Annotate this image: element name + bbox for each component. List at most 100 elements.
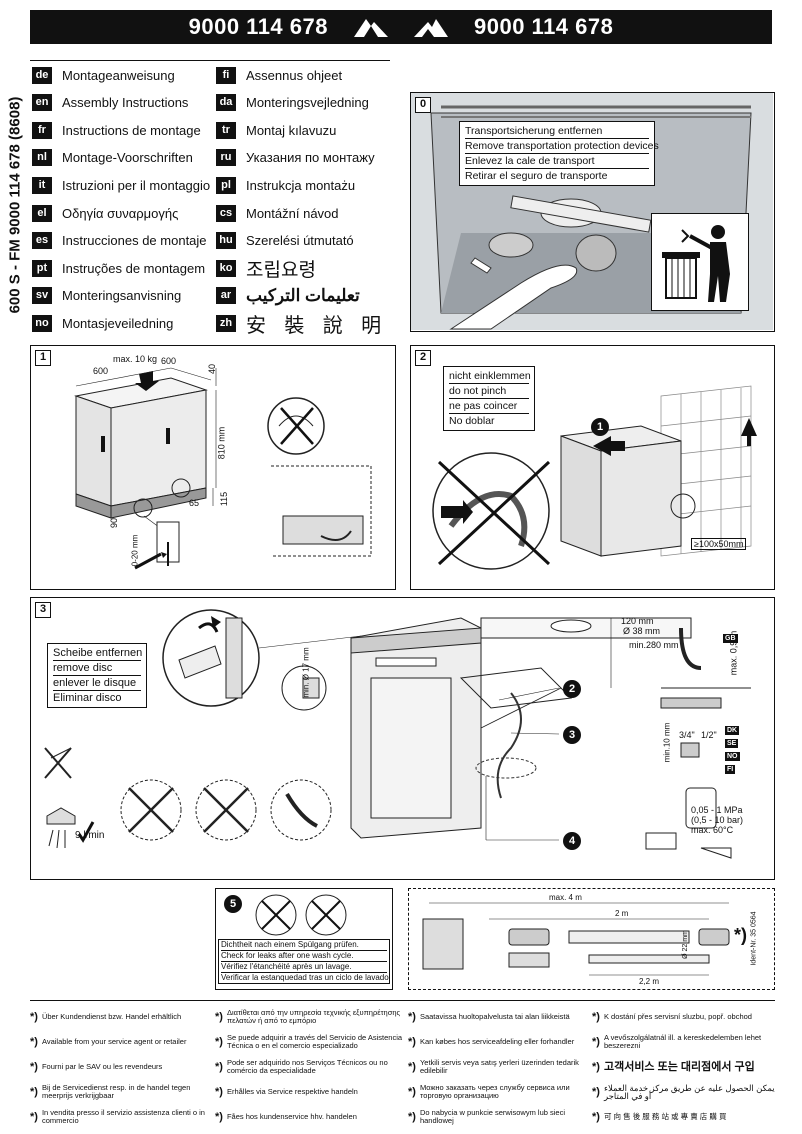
footnote-star: *) — [408, 1010, 416, 1023]
footnote-text: Можно заказать через службу сервиса или … — [419, 1082, 570, 1100]
panel-1-number: 1 — [35, 350, 51, 366]
country-tag: DK — [725, 726, 740, 735]
language-code: fr — [32, 121, 52, 139]
footnote-item: *)Можно заказать через службу сервиса ил… — [408, 1081, 590, 1103]
transport-label-line: Transportsicherung entfernen — [465, 124, 649, 139]
pinch-label-line: nicht einklemmen — [449, 370, 531, 384]
language-name: Instructions de montage — [62, 122, 201, 138]
drain-min: min.280 mm — [629, 640, 679, 650]
disc-label-line: remove disc — [53, 661, 141, 676]
language-code: da — [216, 94, 236, 112]
footnote-star: *) — [592, 1085, 600, 1098]
dim-115: 115 — [219, 491, 230, 507]
language-code: fi — [216, 66, 236, 84]
language-code: pt — [32, 259, 52, 277]
dim-40: 40 — [207, 363, 218, 375]
language-code: el — [32, 204, 52, 222]
hose-extension-illustration — [422, 902, 730, 976]
language-left-row: el Οδηγία συναρμογής — [32, 202, 178, 224]
dim-90: 90 — [109, 517, 120, 529]
side-model-text: 600 S - FM 9000 114 678 (8608) — [6, 96, 24, 314]
footnote-text: Se puede adquirir a través del Servicio … — [226, 1032, 403, 1050]
language-name: 조립요령 — [246, 259, 316, 281]
footnote-item: *)Διατίθεται από την υπηρεσία τεχνικής ε… — [215, 1006, 405, 1028]
side-model-code: 600 S - FM 9000 114 678 (8608) — [2, 70, 28, 340]
hose-max-length: max. 4 m — [549, 893, 582, 902]
dim-adjust: 0-20 mm — [130, 534, 140, 567]
footnote-item: *)Über Kundendienst bzw. Handel erhältli… — [30, 1006, 212, 1028]
language-name: Instrukcja montażu — [246, 177, 356, 193]
leak-label-line: Dichtheit nach einem Spülgang prüfen. — [221, 940, 387, 951]
language-name: Οδηγία συναρμογής — [62, 205, 179, 221]
transport-label-line: Enlevez la cale de transport — [465, 154, 649, 169]
country-tag: FI — [725, 765, 736, 774]
footnote-star: *) — [30, 1035, 38, 1048]
language-name: Assembly Instructions — [62, 95, 189, 111]
disc-label-line: Scheibe entfernen — [53, 647, 143, 661]
footnote-text: 고객서비스 또는 대리점에서 구입 — [603, 1060, 755, 1073]
footnote-item: *)Bij de Servicedienst resp. in de hande… — [30, 1081, 212, 1103]
footnote-text: Yetkili servis veya satış yerleri üzerin… — [419, 1057, 579, 1075]
pinch-label-line: do not pinch — [449, 384, 529, 399]
leak-label-line: Verificar la estanquedad tras un ciclo d… — [221, 973, 389, 982]
footnote-text: Kan købes hos serviceafdeling eller forh… — [419, 1036, 575, 1046]
transport-label-line: Remove transportation protection devices — [465, 140, 659, 154]
footnote-star: *) — [408, 1110, 416, 1123]
leak-label-line: Vérifiez l'étanchéité après un lavage. — [221, 962, 387, 973]
pinch-label-line: No doblar — [449, 415, 495, 427]
language-code: ko — [216, 259, 236, 277]
disc-label-line: Eliminar disco — [53, 692, 122, 704]
footnote-star: *) — [30, 1085, 38, 1098]
language-code: ru — [216, 149, 236, 167]
dim-height: 810 mm — [216, 426, 227, 460]
pressure-1: 0,05 - 1 MPa — [691, 805, 743, 815]
hose-diameter: Ø 22 mm — [681, 930, 689, 959]
drain-diameter: Ø 38 mm — [623, 626, 661, 636]
footnote-star: *) — [592, 1110, 600, 1123]
step-1-badge: 1 — [591, 418, 609, 436]
footnote-text: A vevőszolgálatnál ill. a kereskedelembe… — [603, 1032, 762, 1050]
language-name: Montaj kılavuzu — [246, 122, 337, 138]
footnote-text: Fourni par le SAV ou les revendeurs — [41, 1061, 163, 1071]
language-right-row: ru Указания по монтажу — [216, 147, 375, 169]
thread-1-2: 1/2" — [701, 730, 717, 740]
footnote-text: Pode ser adquirido nos Serviços Técnicos… — [226, 1057, 388, 1075]
footnote-star: *) — [215, 1010, 223, 1023]
country-tag: SE — [725, 739, 739, 748]
footnote-item: *)Erhålles via Service respektive handel… — [215, 1081, 405, 1103]
min-diameter: min. Ø 17 mm — [301, 647, 311, 698]
part-number-right: 9000 114 678 — [474, 14, 614, 39]
footnote-item: *)Fourni par le SAV ou les revendeurs — [30, 1056, 212, 1078]
footnote-rule — [30, 1000, 775, 1001]
footnote-star: *) — [215, 1110, 223, 1123]
footnote-text: Fåes hos kundenservice hhv. handelen — [226, 1111, 357, 1121]
dim-65: 65 — [189, 498, 200, 508]
footnote-text: Über Kundendienst bzw. Handel erhältlich — [41, 1011, 182, 1021]
footnote-item: *)Yetkili servis veya satış yerleri üzer… — [408, 1056, 590, 1078]
language-name: Указания по монтажу — [246, 150, 375, 166]
footnote-item: *)Fåes hos kundenservice hhv. handelen — [215, 1106, 405, 1128]
language-name: 安 裝 說 明 — [246, 312, 388, 337]
hose-extension-panel: max. 4 m 2 m Ø 22 mm 2,2 m *) Ident-Nr. … — [408, 888, 775, 990]
footnote-star: *) — [408, 1085, 416, 1098]
language-name: Instrucciones de montaje — [62, 233, 207, 249]
language-code: nl — [32, 149, 52, 167]
language-code: it — [32, 176, 52, 194]
pinch-label-line: ne pas coincer — [449, 399, 529, 414]
language-name: Montage-Voorschriften — [62, 150, 193, 166]
footnote-star: *) — [215, 1060, 223, 1073]
footnote-item: *)Kan købes hos serviceafdeling eller fo… — [408, 1031, 590, 1053]
country-tag: NO — [725, 752, 740, 761]
